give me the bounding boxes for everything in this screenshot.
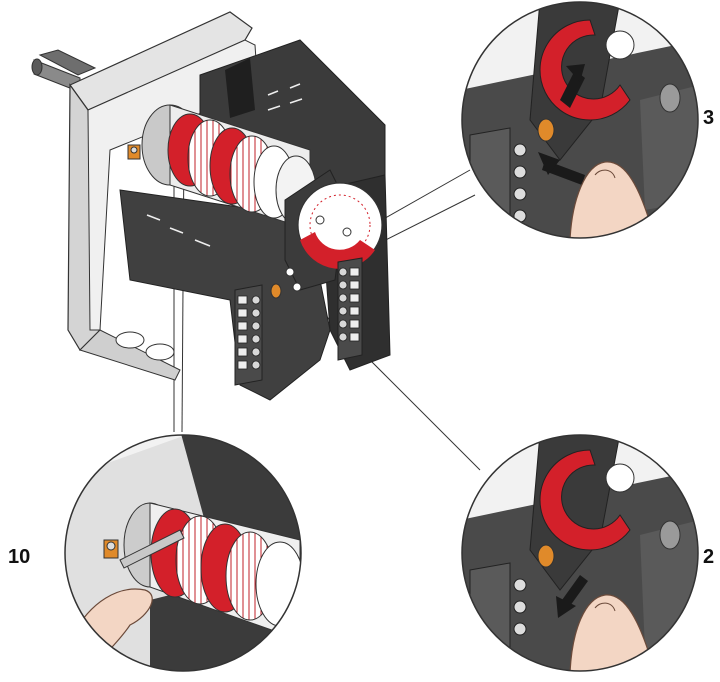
step-label-3: 3 — [703, 107, 715, 129]
bracket-screw — [127, 144, 141, 160]
screwdriver-icon — [119, 529, 185, 569]
limit-switch-unit-icon — [31, 11, 391, 401]
casing — [67, 11, 259, 381]
step-label-2: 2 — [703, 546, 715, 568]
adjustment-pin — [270, 267, 302, 299]
detail-circle-step-3 — [461, 1, 699, 239]
step-label-10: 10 — [8, 546, 31, 568]
direction-arrow-icon — [556, 575, 588, 618]
detail-circle-step-10 — [64, 434, 302, 672]
detail-circle-step-2 — [461, 434, 699, 672]
drive-shaft — [31, 49, 97, 93]
cam-drum — [141, 104, 317, 231]
direction-arrow-icon — [538, 64, 585, 185]
finger-press-icon — [569, 594, 656, 671]
cam-disc-scale-icon — [284, 169, 383, 291]
terminal-block-icon — [234, 257, 363, 386]
finger-press-icon — [569, 161, 656, 238]
